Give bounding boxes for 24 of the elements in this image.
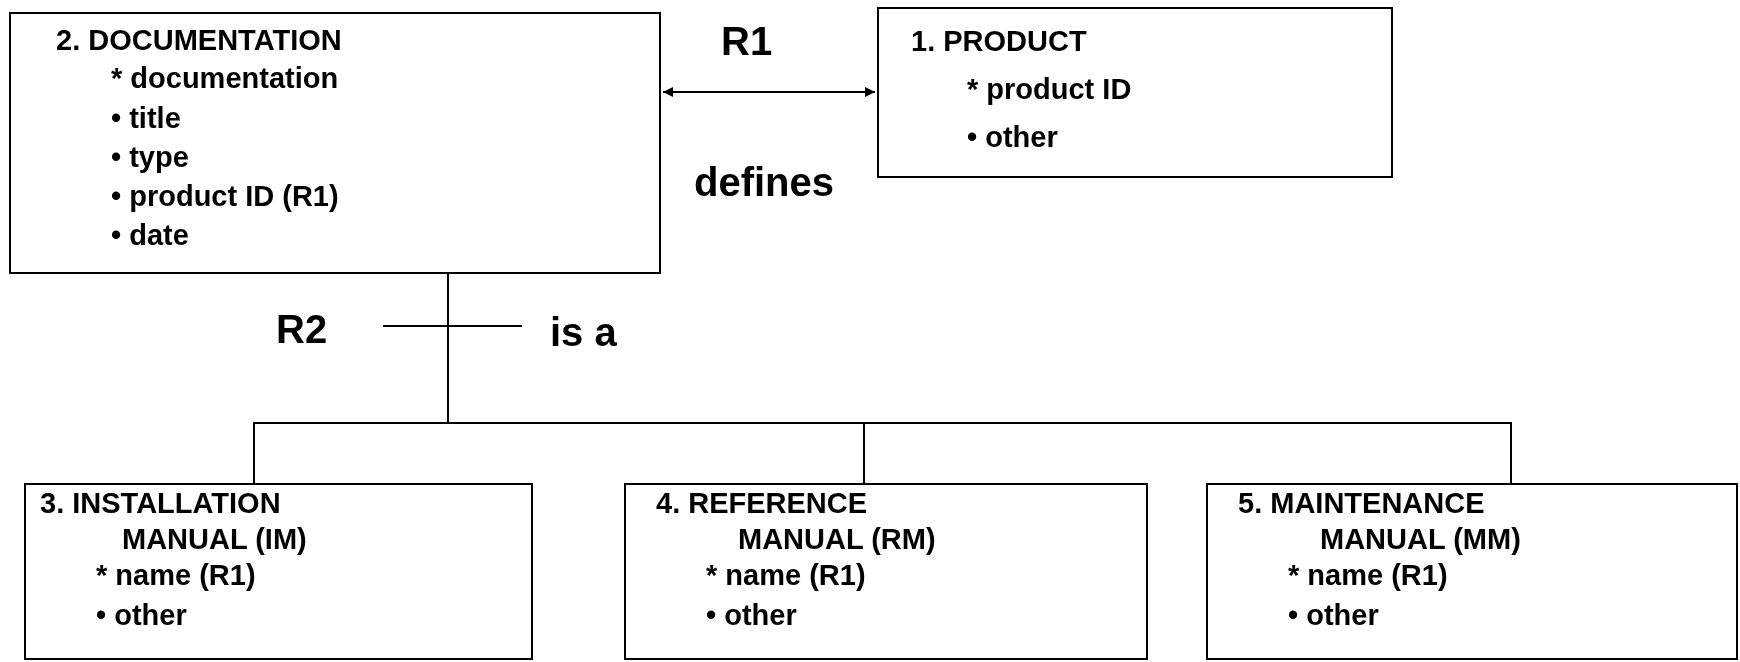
attribute-text: • type	[111, 140, 189, 175]
attribute-text: * name (R1)	[96, 558, 256, 593]
entity-box	[9, 12, 661, 274]
entity-box	[877, 7, 1393, 178]
entity-title: 2. DOCUMENTATION	[56, 23, 342, 58]
entity-title: 5. MAINTENANCE MANUAL (MM)	[1238, 486, 1522, 557]
double-arrow	[662, 87, 876, 97]
entity-box	[1206, 483, 1738, 660]
entity-title: 4. REFERENCE MANUAL (RM)	[656, 486, 937, 557]
attribute-text: * name (R1)	[706, 558, 866, 593]
entity-title: 1. PRODUCT	[911, 24, 1087, 59]
attribute-text: * name (R1)	[1288, 558, 1448, 593]
attribute-text: • other	[96, 598, 187, 633]
entity-box	[624, 483, 1148, 660]
entity-box	[24, 483, 533, 660]
attribute-text: * documentation	[111, 61, 339, 96]
attribute-text: • other	[706, 598, 797, 633]
attribute-text: • other	[1288, 598, 1379, 633]
entity-title: 3. INSTALLATION MANUAL (IM)	[40, 486, 308, 557]
attribute-text: * product ID	[967, 72, 1132, 107]
attribute-text: • title	[111, 101, 181, 136]
attribute-text: • date	[111, 218, 189, 253]
attribute-text: • product ID (R1)	[111, 179, 339, 214]
attribute-text: • other	[967, 120, 1058, 155]
